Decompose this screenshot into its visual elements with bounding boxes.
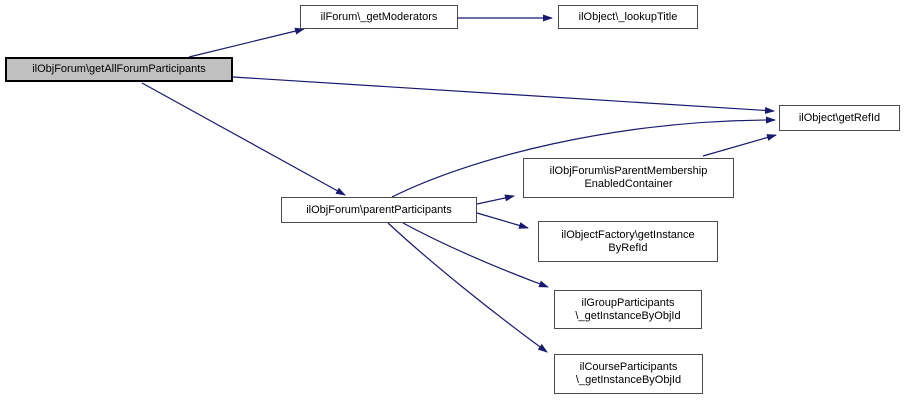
edge-parentParticipants-to-isParentMembershipEnabledContainer	[476, 194, 515, 205]
node-isParentMembershipEnabledContainer[interactable]: ilObjForum\isParentMembership EnabledCon…	[523, 158, 734, 198]
edge-parentParticipants-to-courseGetInstanceByObjId	[387, 222, 548, 353]
node-label: ilObjForum\isParentMembership	[549, 165, 708, 177]
edge-getAllForumParticipants-to-getRefId	[232, 76, 775, 114]
node-label: EnabledContainer	[584, 178, 673, 190]
node-parentParticipants[interactable]: ilObjForum\parentParticipants	[281, 197, 477, 223]
node-lookupTitle[interactable]: ilObject\_lookupTitle	[558, 5, 698, 29]
node-label: ilObjForum\parentParticipants	[306, 203, 452, 216]
node-label: ilObjForum\getAllForumParticipants	[32, 63, 206, 75]
node-label: ilObjectFactory\getInstance	[561, 228, 695, 241]
edge-parentParticipants-to-getRefId	[391, 116, 776, 198]
node-getRefId[interactable]: ilObject\getRefId	[779, 105, 900, 131]
edge-getAllForumParticipants-to-parentParticipants	[141, 82, 346, 196]
node-label: ilObject\getRefId	[798, 111, 881, 124]
node-getInstanceByRefId[interactable]: ilObjectFactory\getInstance ByRefId	[538, 221, 718, 262]
node-label: ilGroupParticipants	[581, 296, 675, 309]
node-courseGetInstanceByObjId[interactable]: ilCourseParticipants \_getInstanceByObjI…	[554, 354, 703, 394]
node-label: \_getInstanceByObjId	[575, 374, 682, 386]
node-getAllForumParticipants[interactable]: ilObjForum\getAllForumParticipants	[5, 57, 233, 82]
node-label: ilObject\_lookupTitle	[578, 10, 678, 23]
node-label: ilCourseParticipants	[579, 361, 678, 373]
node-getModerators[interactable]: ilForum\_getModerators	[300, 5, 458, 29]
edge-parentParticipants-to-groupGetInstanceByObjId	[402, 222, 549, 288]
node-groupGetInstanceByObjId[interactable]: ilGroupParticipants \_getInstanceByObjId	[554, 290, 702, 329]
edge-parentParticipants-to-getInstanceByRefId	[476, 212, 529, 229]
node-label: ilForum\_getModerators	[320, 10, 438, 23]
edge-getAllForumParticipants-to-getModerators	[188, 27, 305, 58]
edge-isParentMembershipEnabledContainer-to-getRefId	[702, 134, 777, 157]
node-label: ByRefId	[608, 241, 648, 254]
node-label: \_getInstanceByObjId	[575, 309, 681, 322]
